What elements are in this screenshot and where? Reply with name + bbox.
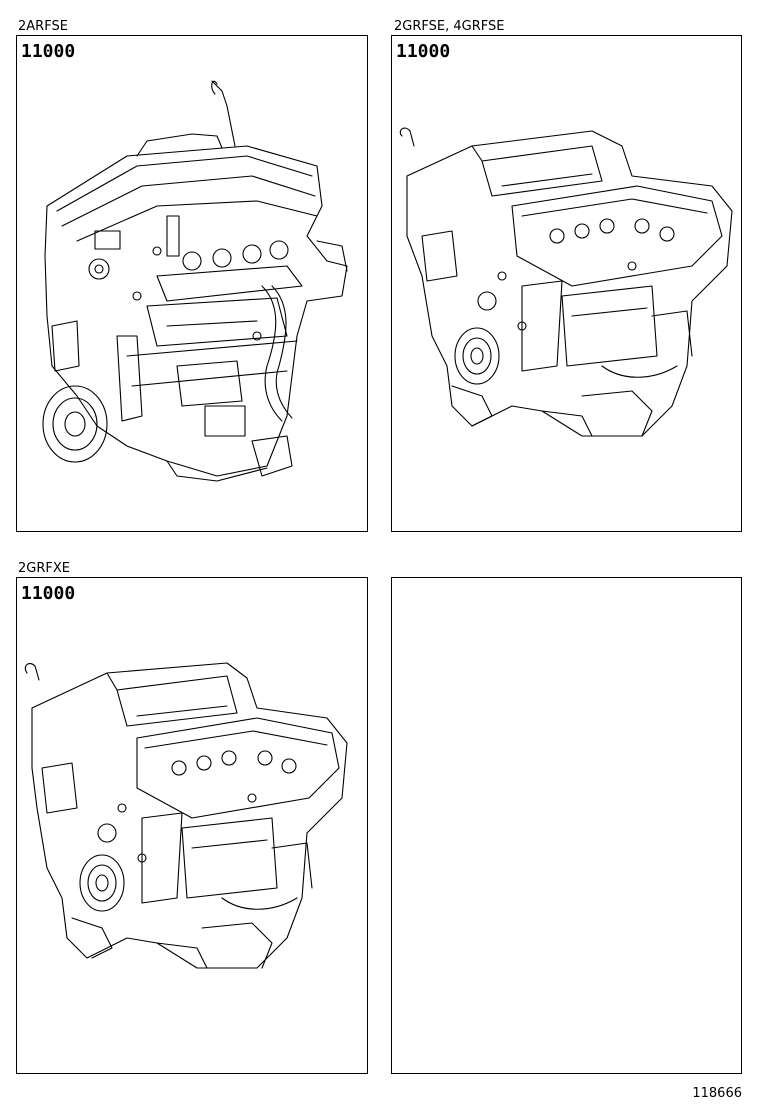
v6-engine-illustration (399, 127, 733, 437)
v6-engine-illustration (24, 662, 348, 969)
illustration-id: 118666 (692, 1086, 742, 1101)
panel-empty (391, 577, 742, 1074)
inline-four-engine-illustration (42, 80, 348, 482)
part-number: 11000 (396, 41, 451, 62)
part-number: 11000 (21, 583, 76, 604)
panel-2grfse-4grfse[interactable]: 11000 (391, 35, 742, 532)
panel-2arfse[interactable]: 11000 (16, 35, 368, 532)
part-number: 11000 (21, 41, 76, 62)
engine-label-2grfse-4grfse: 2GRFSE, 4GRFSE (394, 19, 505, 34)
panel-2grfxe[interactable]: 11000 (16, 577, 368, 1074)
engine-label-2arfse: 2ARFSE (18, 19, 68, 34)
engine-label-2grfxe: 2GRFXE (18, 561, 70, 576)
